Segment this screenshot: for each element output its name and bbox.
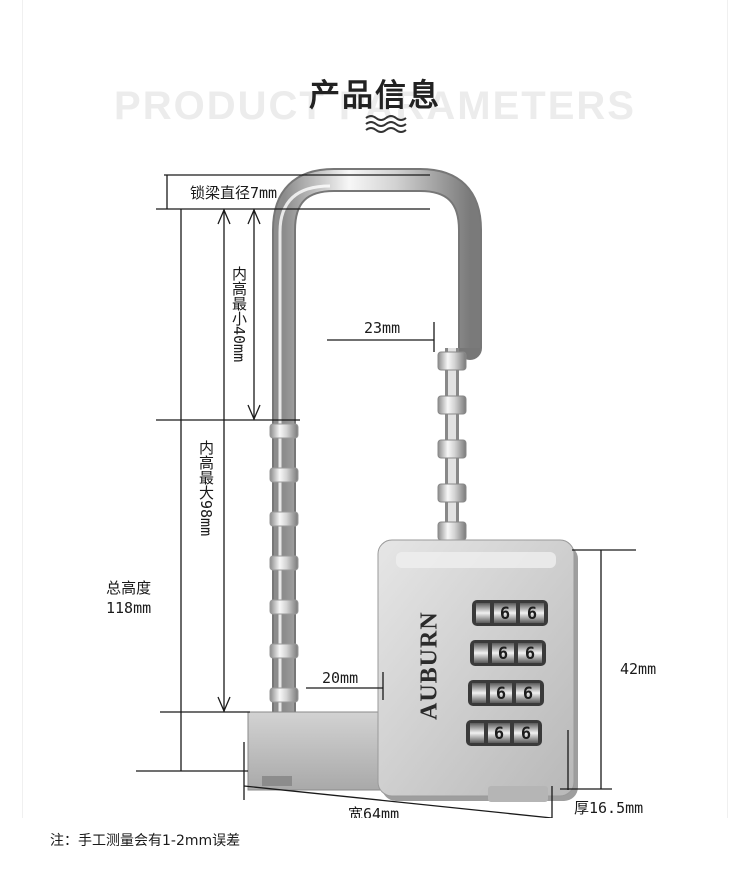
dial-digit: 6 — [525, 644, 535, 664]
dial-digit: 6 — [523, 684, 533, 704]
content-frame — [23, 0, 727, 818]
total-height-title: 总高度 — [106, 579, 152, 597]
dial-digit: 6 — [494, 724, 504, 744]
dial-digit: 6 — [496, 684, 506, 704]
background-title: PRODUCT PARAMETERS — [114, 84, 636, 128]
dial-digit: 6 — [498, 644, 508, 664]
dial-digit: 6 — [527, 604, 537, 624]
inner-width-label: 23mm — [364, 319, 401, 337]
shackle-diameter-label: 锁梁直径7mm — [190, 184, 278, 202]
body-height-label: 42mm — [620, 660, 657, 678]
inner-height-max-label: 内高最大98mm — [197, 440, 215, 537]
shackle-collars-right — [437, 351, 467, 541]
dial-digit: 6 — [500, 604, 510, 624]
inner-height-min-label: 内高最小40mm — [230, 266, 248, 363]
foot-width-label: 20mm — [322, 669, 359, 687]
shackle-collars-left — [269, 423, 299, 703]
thickness-label: 厚16.5mm — [574, 799, 644, 817]
total-height-label: 总高度 118mm — [106, 578, 151, 618]
page-title: 产品信息 — [309, 78, 441, 114]
dial-digit: 6 — [521, 724, 531, 744]
brand-logo: AUBURN — [416, 611, 443, 721]
wave-icon — [365, 115, 407, 133]
lock-body — [377, 539, 578, 802]
total-height-value: 118mm — [106, 599, 152, 617]
padlock-drawing: 66 66 66 66 — [136, 168, 636, 818]
measurement-note: 注：手工测量会有1-2mm误差 — [50, 833, 241, 849]
footer-bar — [0, 818, 750, 884]
dimension-lines — [136, 174, 636, 818]
lock-foot — [247, 698, 391, 791]
